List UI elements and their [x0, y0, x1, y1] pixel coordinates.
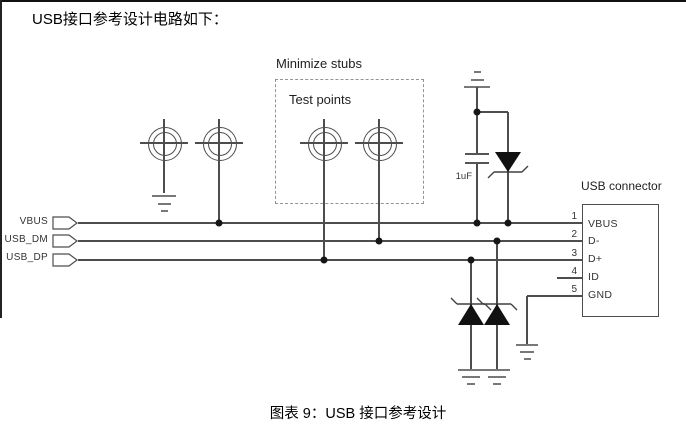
pin-label: GND — [588, 289, 613, 301]
wire-diode-bottom — [507, 170, 509, 223]
minimize-stubs-label: Minimize stubs — [276, 56, 362, 71]
usb-connector-title: USB connector — [581, 179, 662, 193]
wire-vbus — [78, 222, 582, 224]
pin-label: VBUS — [588, 218, 618, 230]
pin-label: D+ — [588, 253, 603, 265]
pin-number: 3 — [571, 248, 577, 259]
junction-dot — [473, 219, 481, 227]
pin-number: 5 — [571, 284, 577, 295]
wire-gnd-pin — [527, 295, 582, 297]
wire-cap-top — [476, 87, 478, 154]
pin-label: ID — [588, 271, 600, 283]
pin-label: D- — [588, 235, 600, 247]
tvs-diode-icon — [476, 297, 518, 325]
wire-cap-bottom — [476, 164, 478, 223]
port-flag-icon — [52, 216, 78, 230]
port-label-usb-dm: USB_DM — [4, 234, 48, 245]
port-label-usb-dp: USB_DP — [6, 252, 48, 263]
tvs-diode-icon — [487, 152, 529, 179]
capacitor-value: 1uF — [455, 171, 472, 182]
junction-dot — [504, 219, 512, 227]
test-points-label: Test points — [289, 92, 352, 107]
port-label-vbus: VBUS — [19, 216, 48, 227]
top-border — [0, 0, 686, 2]
wire-branch — [477, 111, 508, 113]
page-title: USB接口参考设计电路如下： — [32, 11, 228, 28]
junction-dot — [375, 237, 383, 245]
junction-dot — [493, 237, 501, 245]
figure-caption: 图表 9：USB 接口参考设计 — [269, 406, 447, 422]
junction-dot — [467, 256, 475, 264]
pin-number: 1 — [571, 211, 577, 222]
usb-connector-box — [582, 204, 659, 317]
junction-dot — [473, 108, 481, 116]
wire-usb-dp — [78, 259, 582, 261]
junction-dot — [320, 256, 328, 264]
wire-gnd-drop — [526, 296, 528, 345]
pin-stub-id — [557, 277, 582, 279]
wire-diode-top — [507, 112, 509, 154]
pin-number: 4 — [571, 266, 577, 277]
port-flag-icon — [52, 253, 78, 267]
left-border — [0, 0, 2, 318]
wire-usb-dm — [78, 240, 582, 242]
junction-dot — [215, 219, 223, 227]
minimize-stubs-region — [275, 79, 424, 204]
port-flag-icon — [52, 234, 78, 248]
pin-number: 2 — [571, 229, 577, 240]
tvs-diode-icon — [450, 297, 492, 325]
